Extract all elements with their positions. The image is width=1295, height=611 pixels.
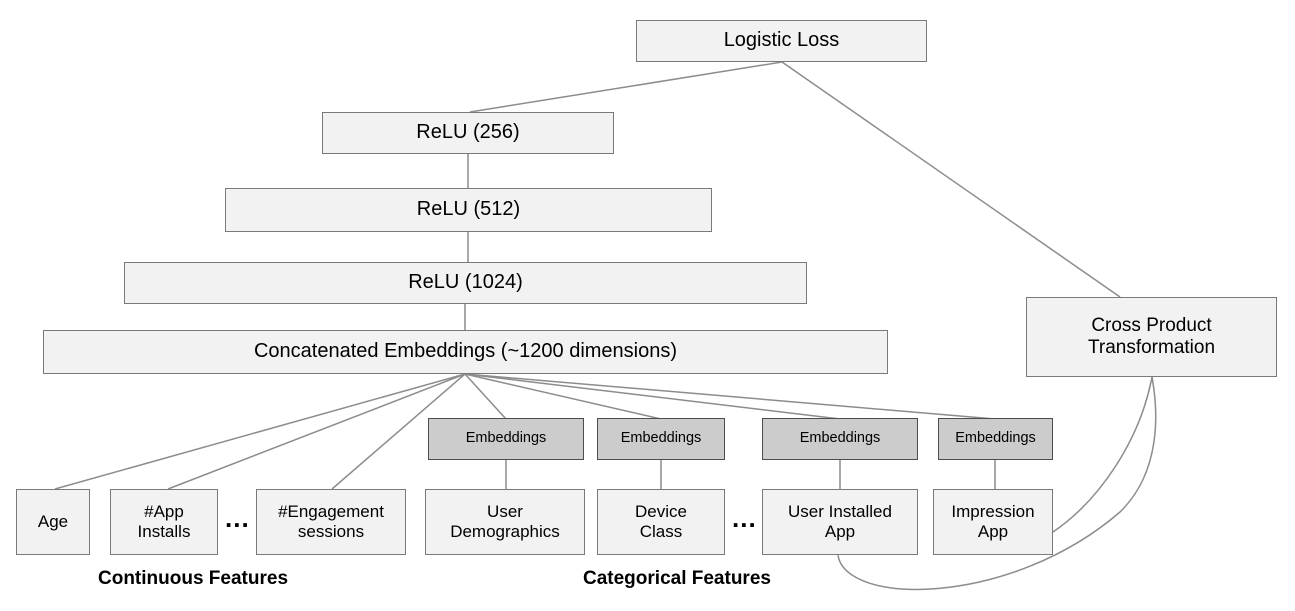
node-feature-engagement-sessions-line-1: #Engagement xyxy=(278,501,384,521)
ellipsis-continuous: ... xyxy=(225,503,250,533)
node-concatenated-embeddings[interactable]: Concatenated Embeddings (~1200 dimension… xyxy=(43,330,888,374)
group-label-categorical-features: Categorical Features xyxy=(583,568,771,589)
node-logistic-loss[interactable]: Logistic Loss xyxy=(636,20,927,62)
node-feature-user-installed-app-line-2: App xyxy=(824,522,856,541)
wire-concat-to-embeddings-2 xyxy=(464,373,662,420)
node-embeddings-4-label: Embeddings xyxy=(955,430,1036,447)
node-relu-1024[interactable]: ReLU (1024) xyxy=(124,262,807,304)
node-relu-256[interactable]: ReLU (256) xyxy=(322,112,614,154)
node-feature-impression-app-line-1: Impression xyxy=(951,501,1035,521)
node-feature-user-installed-app-line-1: User Installed xyxy=(788,501,892,521)
node-cross-product-line-1: Cross Product xyxy=(1091,314,1212,336)
node-feature-app-installs[interactable]: #App Installs xyxy=(110,489,218,555)
node-feature-impression-app[interactable]: Impression App xyxy=(933,489,1053,555)
node-embeddings-1[interactable]: Embeddings xyxy=(428,418,584,460)
wire-concat-to-embeddings-1 xyxy=(464,373,507,420)
node-embeddings-2[interactable]: Embeddings xyxy=(597,418,725,460)
node-embeddings-3-label: Embeddings xyxy=(799,430,881,447)
node-concatenated-embeddings-label: Concatenated Embeddings (~1200 dimension… xyxy=(253,340,678,363)
node-embeddings-2-label: Embeddings xyxy=(620,430,702,447)
wire-loss-to-crossproduct xyxy=(781,61,1121,298)
wire-loss-to-relu256 xyxy=(469,61,783,113)
ellipsis-categorical: ... xyxy=(732,503,757,533)
wire-concat-to-embeddings-3 xyxy=(464,373,841,420)
node-feature-age-line-1: Age xyxy=(37,511,69,531)
node-feature-app-installs-line-1: #App xyxy=(144,501,184,521)
node-embeddings-3[interactable]: Embeddings xyxy=(762,418,918,460)
node-relu-1024-label: ReLU (1024) xyxy=(408,271,523,294)
node-cross-product-line-2: Transformation xyxy=(1087,337,1216,358)
node-feature-device-class-line-2: Class xyxy=(639,522,683,541)
node-cross-product-transformation[interactable]: Cross Product Transformation xyxy=(1026,297,1277,377)
wire-concat-to-age xyxy=(54,373,466,490)
wire-userinstalledapp-to-crossproduct xyxy=(837,376,1157,591)
group-label-continuous-features: Continuous Features xyxy=(98,568,289,589)
node-relu-512[interactable]: ReLU (512) xyxy=(225,188,712,232)
node-feature-app-installs-line-2: Installs xyxy=(137,522,191,541)
node-logistic-loss-label: Logistic Loss xyxy=(723,29,840,52)
wire-impressionapp-to-crossproduct xyxy=(1052,376,1153,533)
node-feature-engagement-sessions-line-2: sessions xyxy=(297,522,365,541)
node-embeddings-4[interactable]: Embeddings xyxy=(938,418,1053,460)
wire-concat-to-appinstalls xyxy=(167,373,466,490)
wire-concat-to-embeddings-4 xyxy=(464,373,996,420)
node-feature-user-demographics-line-2: Demographics xyxy=(450,522,560,541)
node-relu-512-label: ReLU (512) xyxy=(416,198,521,221)
node-feature-engagement-sessions[interactable]: #Engagement sessions xyxy=(256,489,406,555)
node-feature-age[interactable]: Age xyxy=(16,489,90,555)
node-embeddings-1-label: Embeddings xyxy=(465,430,547,447)
node-feature-user-demographics-line-1: User xyxy=(487,501,523,521)
node-feature-device-class-line-1: Device xyxy=(635,501,687,521)
node-relu-256-label: ReLU (256) xyxy=(416,121,520,144)
node-feature-device-class[interactable]: Device Class xyxy=(597,489,725,555)
node-feature-user-installed-app[interactable]: User Installed App xyxy=(762,489,918,555)
node-feature-user-demographics[interactable]: User Demographics xyxy=(425,489,585,555)
node-feature-impression-app-line-2: App xyxy=(977,522,1009,541)
